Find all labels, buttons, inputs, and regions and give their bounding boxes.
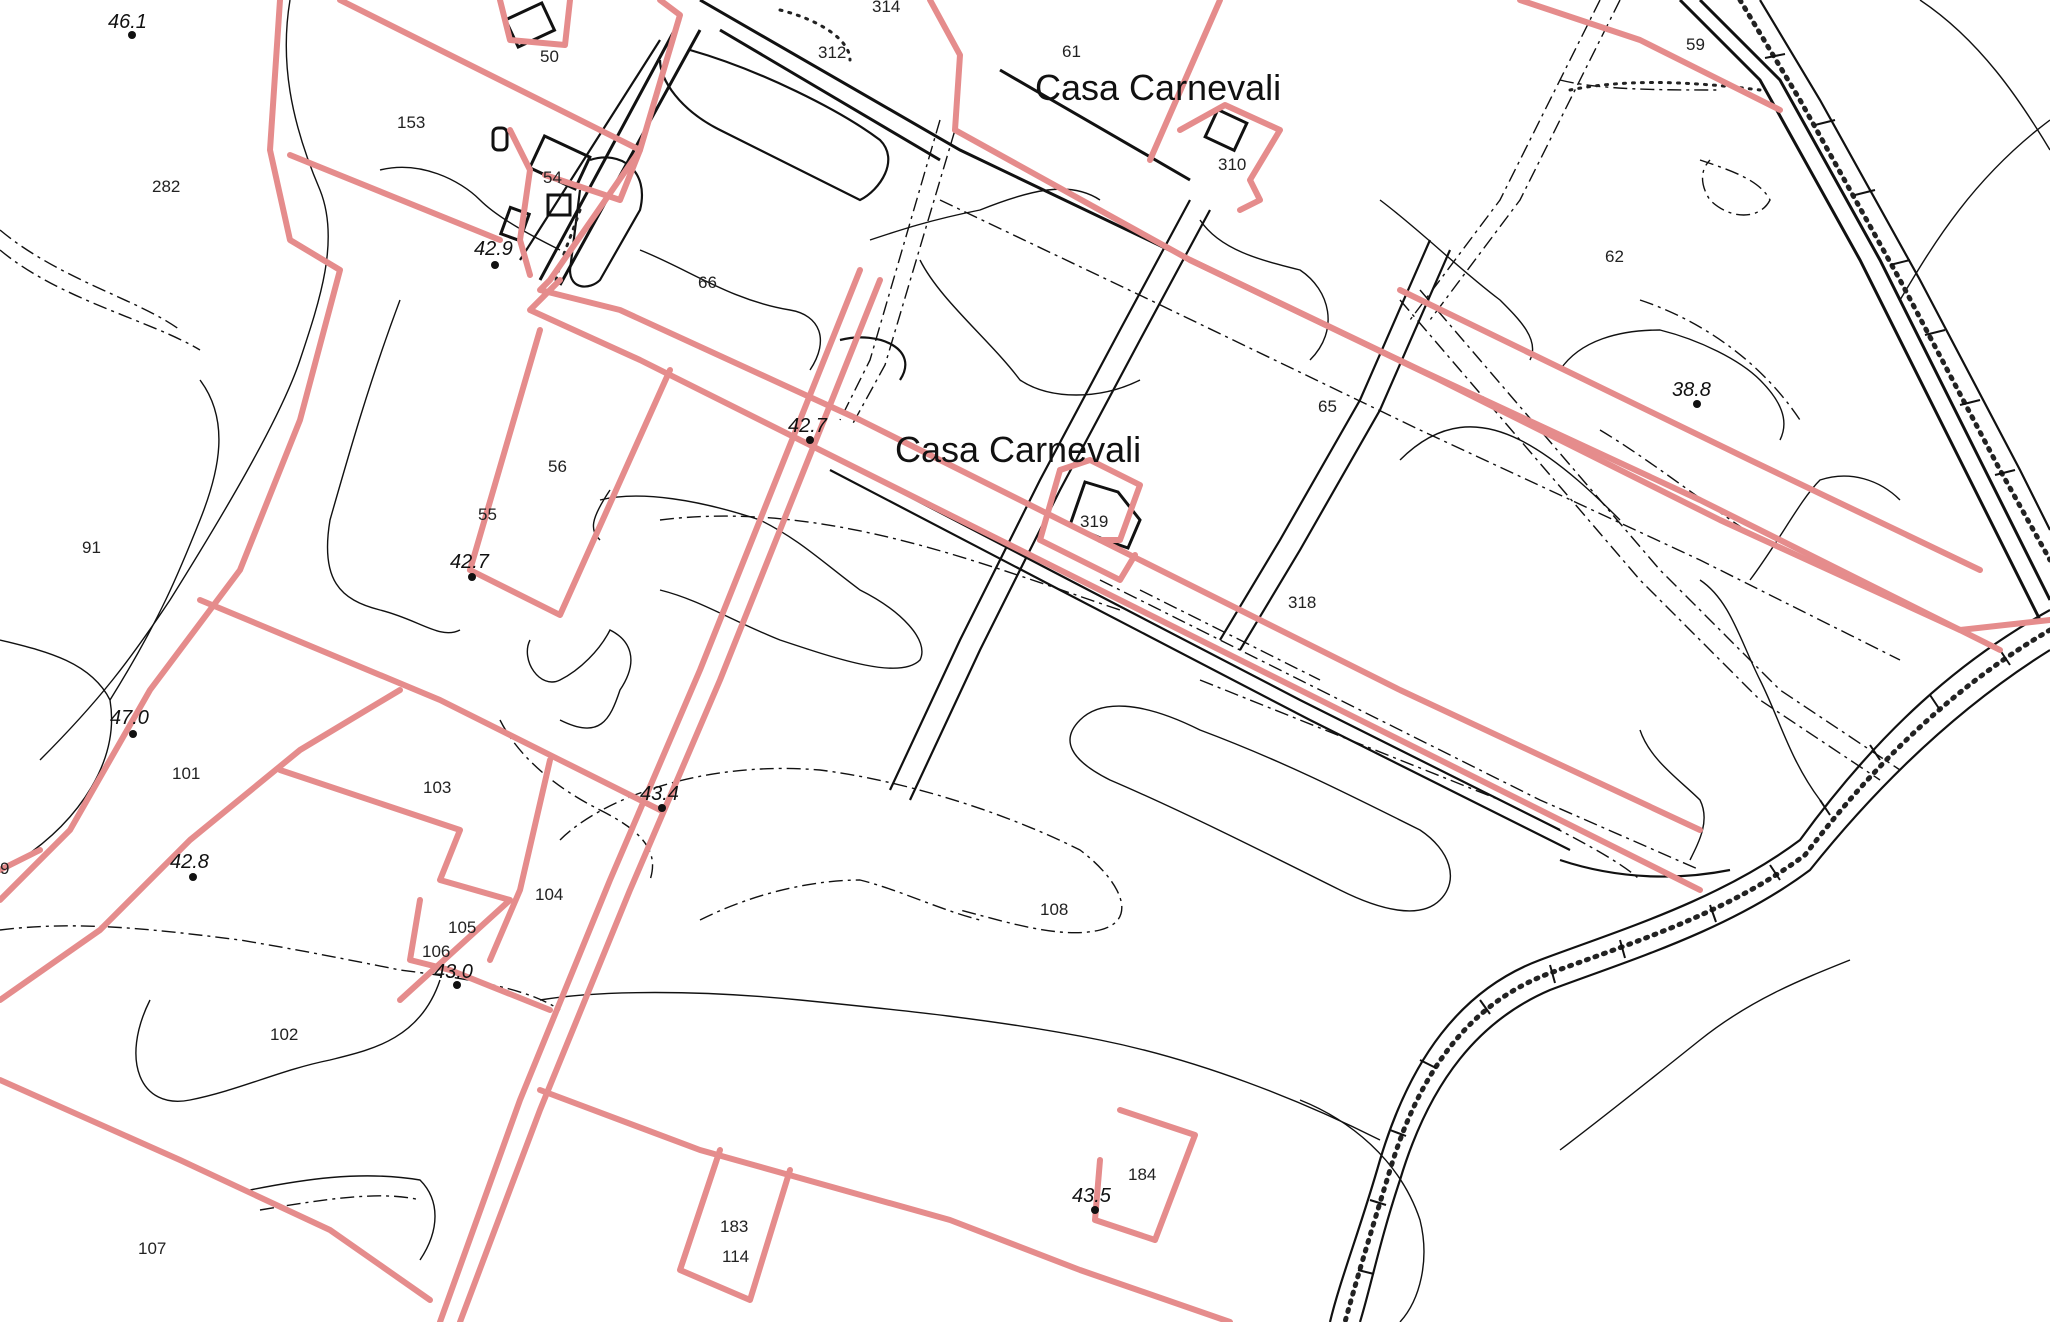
parcel-label: 114	[722, 1247, 749, 1266]
place-name-casa-carnevali-center: Casa Carnevali	[895, 429, 1141, 470]
parcel-label: 102	[270, 1025, 298, 1044]
spot-elevation-label: 42.7	[788, 415, 828, 437]
parcel-label: 108	[1040, 900, 1068, 919]
parcel-label: 318	[1288, 593, 1316, 612]
parcel-labels: 50 153 282 54 312 314 61 310 59 62 66 65…	[0, 0, 1705, 1266]
spot-elevation-label: 46.1	[108, 11, 147, 33]
parcel-label: 91	[82, 538, 101, 557]
parcel-label: 314	[872, 0, 900, 16]
spot-elevation-label: 42.9	[474, 238, 513, 260]
parcel-label: 310	[1218, 155, 1246, 174]
parcel-label: 50	[540, 47, 559, 66]
embankment	[553, 208, 582, 287]
railway	[1328, 0, 2050, 1322]
roads	[519, 0, 1901, 878]
spot-elevation-label: 38.8	[1672, 379, 1711, 401]
parcel-label: 54	[543, 168, 562, 187]
parcel-label: 59	[1686, 35, 1705, 54]
parcel-label: 106	[422, 942, 450, 961]
parcel-label: 101	[172, 764, 200, 783]
spot-elevation-label: 47.0	[110, 707, 149, 729]
place-name-casa-carnevali-north: Casa Carnevali	[1035, 67, 1281, 108]
parcel-label: 183	[720, 1217, 748, 1236]
parcel-label: 105	[448, 918, 476, 937]
parcel-label: 319	[1080, 512, 1108, 531]
spot-elevation-points	[128, 31, 1701, 1214]
parcel-label: 66	[698, 273, 717, 292]
parcel-label: 282	[152, 177, 180, 196]
spot-elevation-label: 43.4	[640, 783, 679, 805]
spot-elevation-label: 42.7	[450, 551, 490, 573]
parcel-label: 184	[1128, 1165, 1156, 1184]
embankment-2	[778, 8, 852, 62]
parcel-label: 312	[818, 43, 846, 62]
parcel-label: 153	[397, 113, 425, 132]
parcel-label: 62	[1605, 247, 1624, 266]
parcel-label: 103	[423, 778, 451, 797]
parcel-label: 9	[0, 859, 9, 878]
spot-elevation-label: 43.5	[1072, 1185, 1112, 1207]
spot-elevation-label: 43.0	[434, 961, 473, 983]
spot-elevation-label: 42.8	[170, 851, 209, 873]
parcel-label: 55	[478, 505, 497, 524]
spot-elevation-labels: 46.1 42.9 42.7 42.7 47.0 42.8 43.4 43.0 …	[108, 11, 1711, 1207]
parcel-label: 65	[1318, 397, 1337, 416]
parcel-label: 104	[535, 885, 563, 904]
parcel-label: 61	[1062, 42, 1081, 61]
parcel-label: 56	[548, 457, 567, 476]
buildings	[491, 0, 1249, 550]
parcel-label: 107	[138, 1239, 166, 1258]
